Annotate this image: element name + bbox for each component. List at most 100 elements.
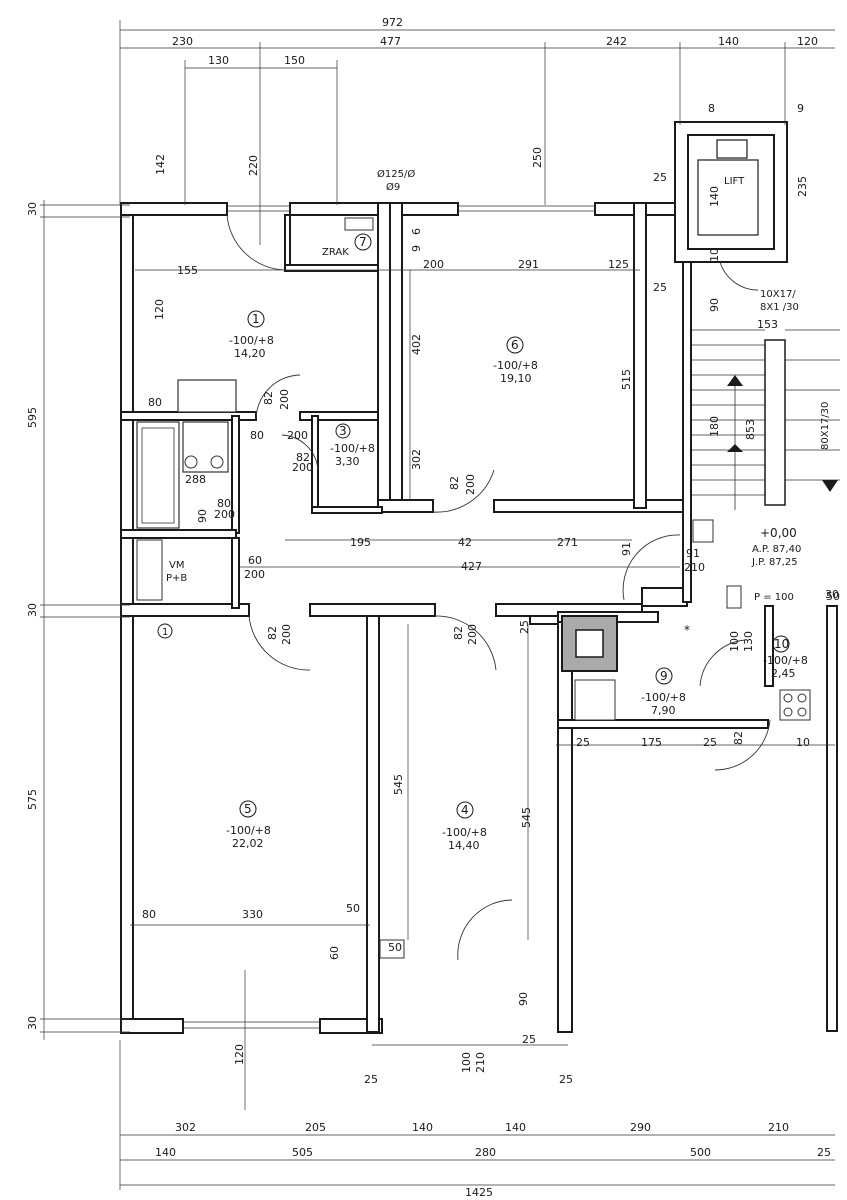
dim-25a: 25	[653, 171, 667, 184]
wall-bath-south	[120, 529, 237, 539]
room-1-marker	[247, 310, 265, 328]
dim-42: 42	[458, 536, 472, 549]
label-stair-1: 10X17/	[760, 289, 796, 300]
dimension-lines	[40, 20, 835, 1190]
dim-291: 291	[518, 258, 539, 271]
dim-82b: 82	[296, 451, 310, 464]
dim-142: 142	[154, 154, 167, 175]
chimney-core	[575, 629, 604, 658]
door-swing-room6	[432, 469, 495, 513]
dim-545b: 545	[520, 807, 533, 828]
room-6-marker	[506, 336, 524, 354]
dim-top-5: 120	[797, 35, 818, 48]
dim-top-sub-2: 150	[284, 54, 305, 67]
dim-bottom-r1-4: 140	[505, 1121, 526, 1134]
dim-100b: 100	[460, 1052, 473, 1073]
dim-90: 90	[708, 298, 721, 312]
label-stair-side: 80X17/30	[820, 402, 831, 450]
room-10-marker	[772, 635, 790, 653]
dim-bottom-r1-3: 140	[412, 1121, 433, 1134]
label-stair-2: 8X1 /30	[760, 302, 799, 313]
dim-302: 302	[410, 449, 423, 470]
lift-cabin	[697, 139, 759, 236]
dim-9b: 9	[410, 245, 423, 252]
room-5-level: -100/+8	[226, 824, 271, 837]
toilet-icon	[184, 455, 198, 469]
balcony-block-icon	[379, 939, 405, 959]
dim-bottom-r1-2: 205	[305, 1121, 326, 1134]
label-star: *	[684, 623, 690, 637]
dim-250: 250	[531, 147, 544, 168]
dim-top-4: 140	[718, 35, 739, 48]
dim-10: 10	[708, 248, 721, 262]
dim-left-30c: 30	[26, 1016, 39, 1030]
dim-200f: 200	[464, 474, 477, 495]
door-swing-room4	[434, 615, 497, 671]
room-4-marker	[456, 801, 474, 819]
room-6-area: 19,10	[500, 372, 532, 385]
door-swing-room4-balcony	[457, 899, 513, 961]
dim-80d: 80	[142, 908, 156, 921]
dim-82c: 82	[448, 476, 461, 490]
drain-icon	[210, 455, 224, 469]
dim-91b: 91	[686, 547, 700, 560]
label-ap: A.P. 87,40	[752, 544, 801, 555]
label-vent-1: Ø125/Ø	[377, 168, 415, 180]
washbasin-icon	[182, 421, 229, 473]
wall-room1-south-b	[299, 411, 379, 421]
door-swing-room1-balcony	[226, 214, 288, 271]
room-5-marker	[239, 800, 257, 818]
wall-room7-south	[284, 264, 379, 272]
dim-195: 195	[350, 536, 371, 549]
wall-wc-east	[231, 537, 240, 609]
label-zrak: ZRAK	[322, 247, 349, 258]
label-elevation: +0,00	[760, 526, 797, 540]
dim-80a: 80	[148, 396, 162, 409]
door-swing-room3	[281, 434, 319, 471]
wall-north-left	[120, 202, 228, 216]
wall-corridor-south-d	[641, 587, 688, 607]
vent-shaft-icon	[344, 217, 374, 231]
dim-60b: 60	[328, 946, 341, 960]
dim-9: 9	[797, 102, 804, 115]
room-7-marker	[354, 233, 372, 251]
dim-bottom-total: 1425	[465, 1186, 493, 1199]
dim-top-2: 477	[380, 35, 401, 48]
label-vent-2: Ø9	[386, 181, 400, 193]
dim-853: 853	[744, 419, 757, 440]
wall-room3-south	[311, 506, 383, 514]
room-10-level: -100/+8	[763, 654, 808, 667]
wall-north-mid	[289, 202, 459, 216]
dim-left-30a: 30	[26, 202, 39, 216]
room-9-level: -100/+8	[641, 691, 686, 704]
dim-30s: 30	[825, 588, 839, 601]
label-jp: J.P. 87,25	[751, 557, 798, 568]
windows	[183, 205, 595, 1029]
dim-25d: 25	[576, 736, 590, 749]
dim-25h: 25	[522, 1033, 536, 1046]
dim-8: 8	[708, 102, 715, 115]
dim-545a: 545	[392, 774, 405, 795]
dim-120: 120	[153, 299, 166, 320]
dim-bottom-r2-4: 500	[690, 1146, 711, 1159]
dim-130: 130	[742, 631, 755, 652]
dim-90c: 90	[517, 992, 530, 1006]
bathtub-icon	[136, 421, 180, 529]
room-1-level: -100/+8	[229, 334, 274, 347]
wall-room5-east	[366, 611, 380, 1033]
dim-271: 271	[557, 536, 578, 549]
dim-25e: 25	[703, 736, 717, 749]
dim-top-total: 972	[382, 16, 403, 29]
dim-bottom-r1-5: 290	[630, 1121, 651, 1134]
dim-91a: 91	[620, 542, 633, 556]
fixtures	[136, 217, 811, 959]
label-lift: LIFT	[724, 176, 745, 187]
door-swing-entrance	[622, 534, 681, 601]
wall-r10-east	[826, 605, 838, 1032]
dim-25g: 25	[559, 1073, 573, 1086]
stove-icon	[574, 679, 616, 721]
wall-corridor-south-a	[120, 603, 250, 617]
dim-bottom-r1-1: 302	[175, 1121, 196, 1134]
dims-interior: 142 220 250 235 8 9 25 25 140 10 90 155 …	[142, 102, 840, 1086]
dim-153: 153	[757, 318, 778, 331]
